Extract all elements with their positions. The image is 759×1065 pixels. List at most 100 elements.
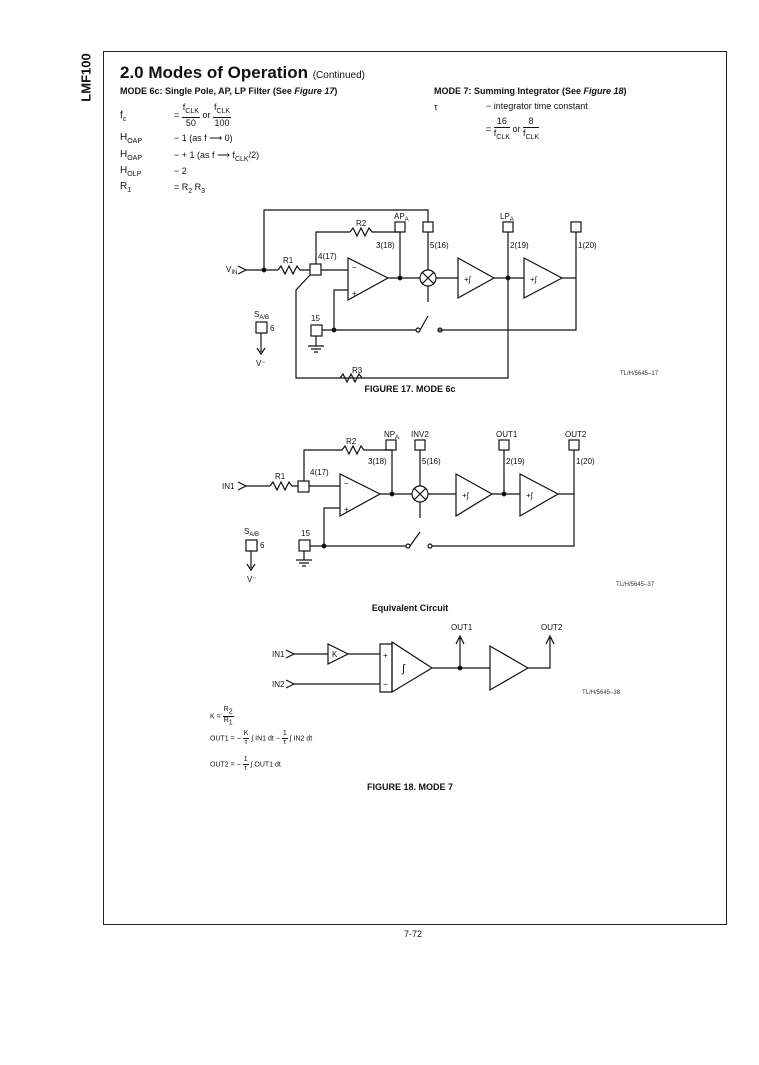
out1-label: OUT1: [496, 430, 518, 439]
r1-eq-a: = R: [174, 182, 189, 192]
tau-den2: f: [522, 128, 526, 138]
r1-eq-sub1: 2: [188, 187, 193, 195]
holp-sub: OLP: [127, 170, 142, 178]
r2-left-b: [303, 449, 342, 481]
ground-symbol-b: [296, 551, 312, 567]
pin-2-19-label: 2(19): [510, 241, 529, 250]
hoap2-eq-a: − + 1 (as f ⟶ f: [174, 150, 235, 160]
r1-resistor: [277, 264, 310, 276]
in1-label: IN1: [222, 482, 235, 491]
npa-pin-box: [385, 439, 397, 451]
out1-eq-c: ∫ IN2 dt: [289, 735, 313, 743]
pin-1-20-box: [570, 221, 582, 233]
sab-label-b: SA/B: [244, 527, 259, 538]
return-wire-b: [432, 494, 575, 547]
switch-contact-b: [437, 327, 443, 333]
out1-one: 1: [281, 730, 288, 739]
integrator-1: [457, 256, 496, 300]
page-frame: [103, 51, 727, 925]
switch-contact-a-b: [405, 543, 411, 549]
out1-label-c: OUT1: [451, 623, 473, 632]
in2-arrow-c: [285, 679, 296, 689]
out1-pin-box: [498, 439, 510, 451]
pin-6-label-b: 6: [260, 541, 265, 550]
out1-tau2: τ: [283, 739, 287, 746]
in1-label-c: IN1: [272, 650, 285, 659]
r1-label: R1: [120, 181, 131, 194]
out2-arrow-c: [528, 634, 555, 669]
out1-eq-b: ∫ IN1 dt −: [251, 735, 280, 743]
k-num-sub: 2: [228, 708, 233, 716]
fig18b-ref-code: TL/H/5645–38: [582, 690, 621, 696]
r2-label-b: R2: [346, 437, 357, 446]
figure-17-ref: Figure 17: [294, 86, 335, 96]
continued-label: (Continued): [312, 70, 365, 81]
int2-out-b: [558, 450, 575, 495]
vin-label: VIN: [226, 265, 237, 276]
pin-4-17-box: [309, 263, 322, 276]
fc-eq: =: [174, 109, 180, 120]
fc-num2: f: [213, 102, 217, 112]
pin-2-19-label-b: 2(19): [506, 457, 525, 466]
out2-eq-a: OUT2 = −: [210, 761, 241, 769]
k-den: R: [223, 717, 229, 725]
fc-symbol: f: [120, 110, 123, 121]
vin-arrow: [237, 265, 248, 275]
mode-6c-heading-end: ): [334, 86, 338, 96]
sab-label: SA/B: [254, 310, 269, 321]
holp-label: HOLP: [120, 165, 141, 178]
pin-5-16-box: [422, 221, 434, 233]
figure-18-block-diagram: [285, 634, 555, 694]
node-c1: [457, 665, 463, 671]
pin-15-label: 15: [311, 314, 320, 323]
equivalent-circuit-caption: Equivalent Circuit: [371, 603, 449, 613]
figure-17-labels: R2 APA LPA 3(18) 5(16) 2(19) 1(20) 4(17)…: [226, 212, 597, 375]
r2-label: R2: [356, 219, 367, 228]
switch-contact-a: [415, 327, 421, 333]
integrator-2: [523, 257, 564, 299]
page-number: 7-72: [404, 929, 423, 939]
figure-18-caption: FIGURE 18. MODE 7: [366, 782, 454, 792]
sab-pin-box: [255, 321, 268, 334]
pin-6-label: 6: [270, 324, 275, 333]
vminus-label: V⁻: [256, 359, 266, 368]
pin-1-20-label: 1(20): [578, 241, 597, 250]
r1-eq-b: R: [192, 182, 202, 192]
node-lp: [505, 275, 511, 281]
mode-7-heading: MODE 7: Summing Integrator (See Figure 1…: [434, 86, 627, 96]
r2-resistor: [349, 226, 401, 278]
fc-sub: c: [122, 115, 127, 123]
hoap1-label: HOAP: [120, 132, 142, 145]
mode-6c-heading: MODE 6c: Single Pole, AP, LP Filter (See…: [120, 86, 337, 96]
minus-sign: −: [352, 263, 357, 272]
pin-4-17-label: 4(17): [318, 252, 337, 261]
holp-symbol: H: [120, 165, 128, 176]
switch-b: [409, 531, 421, 547]
fig17-ref-code: TL/H/5645–17: [620, 371, 659, 377]
tau-label: τ: [434, 102, 438, 112]
k-label: K: [332, 650, 338, 659]
ground-symbol: [308, 336, 324, 353]
integrator-1-symbol: +∫: [464, 275, 472, 284]
r3-resistor: [339, 372, 363, 384]
section-title-text: 2.0 Modes of Operation: [120, 63, 308, 82]
switch-contact-b-b: [427, 543, 433, 549]
r1-sub: 1: [127, 186, 132, 194]
r1-symbol: R: [120, 181, 128, 192]
summer-cross: [421, 271, 435, 285]
mode-7-heading-end: ): [623, 86, 627, 96]
figure-18-ref: Figure 18: [583, 86, 624, 96]
minus-sign-c: −: [383, 680, 388, 689]
figure-17-caption: FIGURE 17. MODE 6c: [364, 384, 456, 394]
r3-label: R3: [352, 366, 363, 375]
sab-arrow-b: [246, 551, 256, 572]
integrator-1-b: [455, 472, 494, 518]
tau-num2: 8: [522, 116, 540, 128]
node-opout: [397, 275, 403, 281]
fc-num1: f: [182, 102, 186, 112]
